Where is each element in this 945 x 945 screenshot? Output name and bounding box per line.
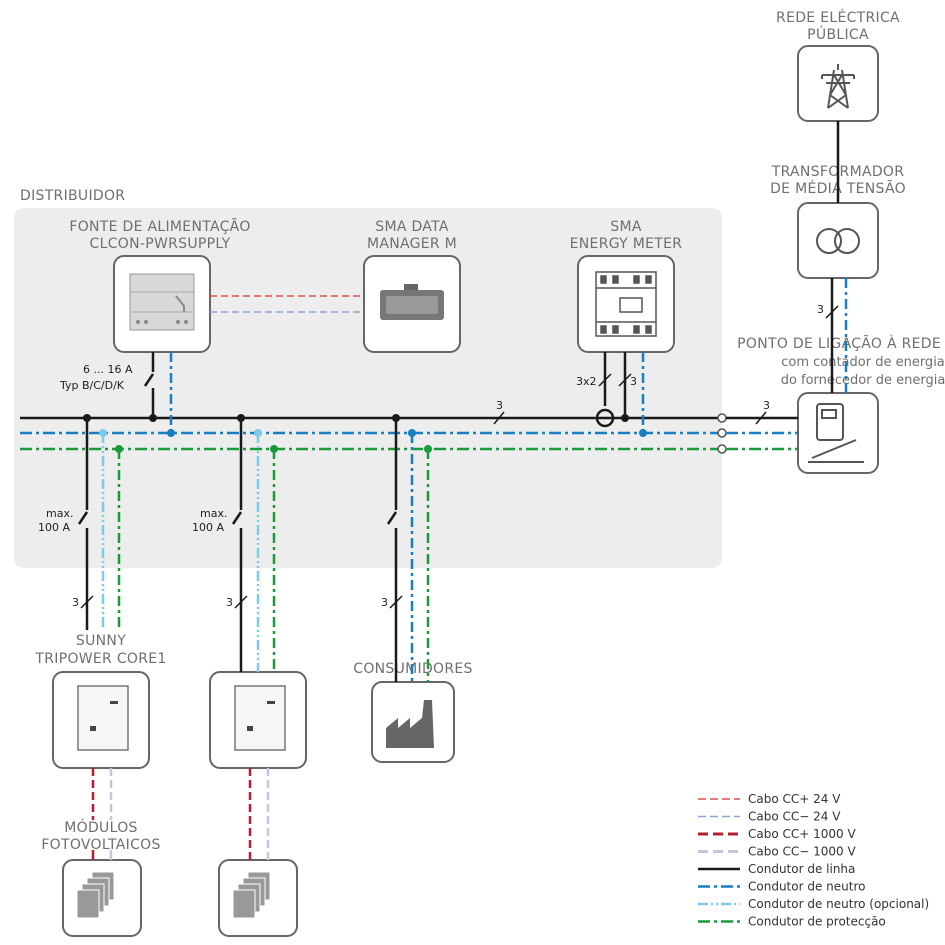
inverter-2-feeder: 3 max. 100 A: [192, 414, 278, 672]
legend-item: Condutor de linha: [698, 862, 855, 876]
psu-breaker-type: Typ B/C/D/K: [59, 379, 125, 392]
pylon-icon: [821, 64, 855, 109]
grid-label-1: REDE ELÉCTRICA: [776, 9, 900, 26]
pv-label-2: FOTOVOLTAICOS: [41, 837, 160, 853]
pv-label-1: MÓDULOS: [64, 818, 137, 836]
inverter-2-breaker-max: max.: [200, 507, 227, 520]
legend-item: Cabo CC+ 1000 V: [698, 827, 856, 841]
em-label-1: SMA: [610, 219, 642, 235]
em-ct-count: 3x2: [576, 375, 597, 388]
factory-icon: [386, 700, 434, 748]
utility-meter-icon: [808, 403, 864, 463]
inverter-1-feeder: 3 max. 100 A: [38, 414, 123, 630]
consumers-box: [371, 681, 455, 763]
distribuidor-label: DISTRIBUIDOR: [20, 188, 125, 204]
legend-label: Condutor de neutro: [748, 880, 865, 894]
solar-panel-icon: [76, 871, 115, 919]
legend: Cabo CC+ 24 V Cabo CC− 24 V Cabo CC+ 1000 …: [698, 792, 929, 929]
energy-meter-connections: 3x2 3: [576, 352, 647, 437]
consumers-feeder: 3: [381, 414, 432, 682]
legend-label: Cabo CC+ 1000 V: [748, 827, 856, 841]
legend-item: Condutor de neutro: [698, 880, 865, 894]
legend-label: Cabo CC− 1000 V: [748, 845, 856, 859]
legend-item: Cabo CC− 24 V: [698, 810, 841, 824]
transformer-box: [797, 202, 879, 279]
grid-connection-box: [797, 392, 879, 474]
inverter-2-breaker-rating: 100 A: [192, 521, 224, 534]
data-manager-icon: [380, 284, 444, 320]
power-supply-icon: [129, 273, 195, 331]
legend-label: Condutor de protecção: [748, 915, 886, 929]
em-label-2: ENERGY METER: [570, 236, 683, 252]
trafo-line-count: 3: [817, 303, 824, 316]
psu-label-2: CLCON-PWRSUPPLY: [90, 236, 231, 252]
inverter-1-breaker-rating: 100 A: [38, 521, 70, 534]
legend-label: Cabo CC− 24 V: [748, 810, 841, 824]
inverter-1-breaker-max: max.: [46, 507, 73, 520]
power-supply-box: [113, 255, 211, 353]
inverter-icon: [77, 685, 129, 751]
legend-item: Cabo CC+ 24 V: [698, 792, 841, 806]
solar-panel-icon: [232, 871, 271, 919]
legend-label: Cabo CC+ 24 V: [748, 792, 841, 806]
public-grid-box: [797, 45, 879, 122]
inverter-icon: [234, 685, 286, 751]
inverter-2-line-count: 3: [226, 596, 233, 609]
bus-lines: 3 3: [20, 399, 798, 454]
legend-label: Condutor de neutro (opcional): [748, 897, 929, 911]
consumers-line-count: 3: [381, 596, 388, 609]
transformer-icon: [816, 228, 860, 254]
legend-label: Condutor de linha: [748, 862, 855, 876]
grid-label-2: PÚBLICA: [807, 25, 869, 43]
legend-item: Cabo CC− 1000 V: [698, 845, 856, 859]
psu-breaker-rating: 6 ... 16 A: [83, 363, 133, 376]
legend-item: Condutor de neutro (opcional): [698, 897, 929, 911]
data-manager-box: [363, 255, 461, 353]
dm-label-1: SMA DATA: [375, 219, 449, 235]
pv-modules-box-2: [218, 859, 298, 937]
inverter-1-line-count: 3: [72, 596, 79, 609]
inverter-1-label-1: SUNNY: [76, 633, 126, 649]
poc-label-3: do fornecedor de energia: [781, 373, 945, 388]
energy-meter-box: [577, 255, 675, 353]
energy-meter-icon: [595, 271, 657, 337]
dm-label-2: MANAGER M: [367, 236, 457, 252]
poc-label-1: PONTO DE LIGAÇÃO À REDE: [737, 335, 941, 352]
legend-item: Condutor de protecção: [698, 915, 886, 929]
bus-line-count: 3: [496, 399, 503, 412]
psu-label-1: FONTE DE ALIMENTAÇÃO: [69, 218, 250, 235]
inverter-box-2: [209, 671, 307, 769]
poc-label-2: com contador de energia: [781, 355, 945, 370]
psu-feeder: 6 ... 16 A Typ B/C/D/K: [59, 352, 175, 437]
pv-modules-box-1: [62, 859, 142, 937]
inverter-box-1: [52, 671, 150, 769]
inverter-1-label-2: TRIPOWER CORE1: [34, 651, 166, 667]
poc-line-count: 3: [763, 399, 770, 412]
em-line-count: 3: [630, 375, 637, 388]
